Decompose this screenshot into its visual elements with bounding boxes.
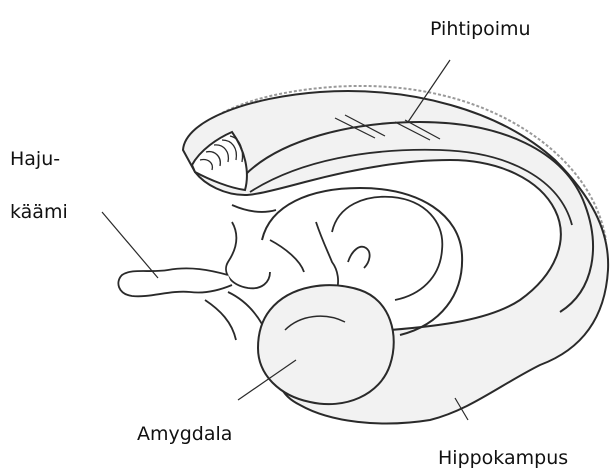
thalamic-stalk: [316, 222, 370, 292]
hippocampus-shape: [183, 91, 608, 423]
label-olfactory-line1: Haju-: [10, 150, 60, 169]
label-hippocampus: Hippokampus: [438, 449, 568, 468]
label-amygdala: Amygdala: [137, 425, 232, 444]
olfactory-bulb: [118, 268, 232, 296]
label-olfactory-line2: käämi: [10, 203, 68, 222]
olfactory-stalk: [226, 205, 304, 288]
label-cingulate: Pihtipoimu: [430, 20, 531, 39]
amygdala-shape: [258, 285, 394, 404]
leader-olfactory: [102, 212, 158, 278]
olfactory-tract: [205, 292, 262, 340]
fornix-inner: [332, 197, 442, 300]
